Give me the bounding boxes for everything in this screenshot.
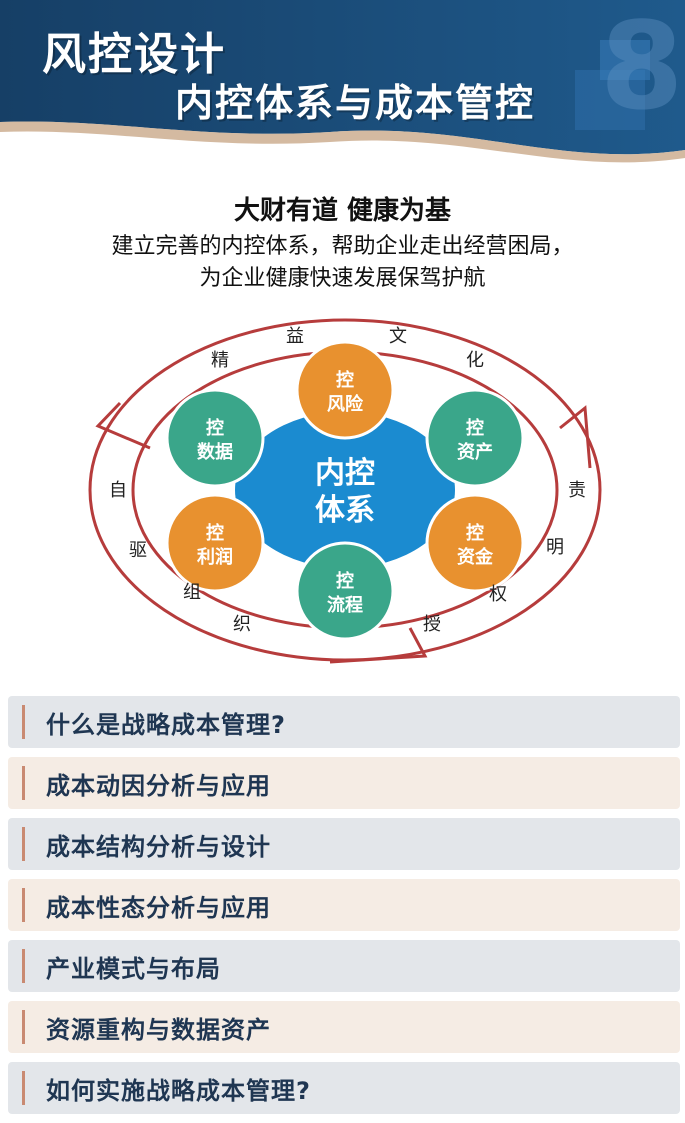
ring-connector [329, 627, 428, 664]
control-node-label: 控 [336, 369, 354, 391]
ring-label: 责 [568, 480, 586, 501]
control-node-label: 流程 [327, 594, 363, 616]
accent-bar [22, 1010, 25, 1044]
control-node: 控风险 [295, 340, 395, 440]
accent-bar [22, 705, 25, 739]
banner-background: 8 [0, 0, 685, 175]
topic-list: 什么是战略成本管理? 成本动因分析与应用 成本结构分析与设计 成本性态分析与应用… [8, 696, 680, 1123]
topic-label: 成本结构分析与设计 [46, 832, 271, 861]
topic-item-cost-driver-analysis[interactable]: 成本动因分析与应用 [8, 757, 680, 809]
topic-item-cost-behavior-analysis[interactable]: 成本性态分析与应用 [8, 879, 680, 931]
ring-label: 驱 [129, 540, 147, 561]
ring-label: 化 [466, 350, 484, 371]
topic-label: 成本动因分析与应用 [46, 771, 271, 800]
topic-item-industry-model-layout[interactable]: 产业模式与布局 [8, 940, 680, 992]
control-node-circle [425, 388, 525, 488]
ring-label: 组 [183, 582, 201, 603]
ring-label: 自 [109, 480, 127, 501]
accent-bar [22, 1071, 25, 1105]
banner-title: 风控设计 [42, 29, 226, 80]
ring-label: 权 [489, 584, 507, 605]
control-node-label: 控 [466, 522, 484, 544]
header-banner: 8 风控设计 内控体系与成本管控 [0, 0, 685, 175]
ring-label: 精 [211, 350, 229, 371]
ring-connector [95, 401, 151, 450]
banner-subtitle: 内控体系与成本管控 [175, 81, 536, 125]
accent-bar [22, 827, 25, 861]
description-line: 建立完善的内控体系，帮助企业走出经营困局， [111, 234, 574, 259]
topic-item-strategic-cost-management[interactable]: 什么是战略成本管理? [8, 696, 680, 748]
center-circle [235, 412, 455, 568]
control-node-label: 控 [206, 522, 224, 544]
control-node-label: 数据 [197, 441, 233, 463]
control-node-label: 资产 [457, 441, 493, 463]
control-node: 控利润 [165, 493, 265, 593]
control-node-circle [295, 340, 395, 440]
topic-label: 资源重构与数据资产 [46, 1015, 271, 1044]
control-node-label: 控 [206, 417, 224, 439]
control-node-label: 风险 [327, 393, 364, 415]
ring-label: 文 [389, 326, 407, 347]
topic-label: 什么是战略成本管理? [46, 710, 286, 739]
banner-watermark-digit: 8 [600, 0, 684, 137]
internal-control-diagram: 内控 体系 控风险控资产控资金控流程控利润控数据 精益文化责明权授织组驱自 [80, 308, 610, 672]
control-node-circle [425, 493, 525, 593]
topic-item-implement-strategic-cost[interactable]: 如何实施战略成本管理? [8, 1062, 680, 1114]
decor-block [600, 40, 650, 80]
control-node-label: 控 [336, 570, 354, 592]
control-node-circle [165, 493, 265, 593]
topic-label: 成本性态分析与应用 [46, 893, 271, 922]
control-node-label: 利润 [197, 546, 233, 568]
control-node-circle [295, 541, 395, 641]
topic-item-cost-structure-design[interactable]: 成本结构分析与设计 [8, 818, 680, 870]
control-node-label: 资金 [457, 546, 494, 568]
ring-connector [559, 405, 592, 469]
ring-label: 织 [233, 614, 251, 635]
headline: 大财有道 健康为基 [233, 196, 452, 226]
accent-bar [22, 888, 25, 922]
control-node-circle [165, 388, 265, 488]
control-node: 控资金 [425, 493, 525, 593]
ring-label: 授 [423, 614, 441, 635]
control-node: 控流程 [295, 541, 395, 641]
center-label: 内控 [315, 456, 375, 491]
center-label: 体系 [315, 493, 375, 528]
ring-label: 明 [546, 537, 564, 558]
control-node: 控资产 [425, 388, 525, 488]
control-node: 控数据 [165, 388, 265, 488]
accent-bar [22, 766, 25, 800]
description-line: 为企业健康快速发展保驾护航 [199, 266, 486, 291]
topic-item-resource-restructuring[interactable]: 资源重构与数据资产 [8, 1001, 680, 1053]
topic-label: 如何实施战略成本管理? [46, 1076, 311, 1105]
ring-label: 益 [286, 326, 304, 347]
control-node-label: 控 [466, 417, 484, 439]
topic-label: 产业模式与布局 [46, 954, 221, 983]
accent-bar [22, 949, 25, 983]
diagram-canvas: 内控 体系 控风险控资产控资金控流程控利润控数据 精益文化责明权授织组驱自 [88, 318, 602, 664]
